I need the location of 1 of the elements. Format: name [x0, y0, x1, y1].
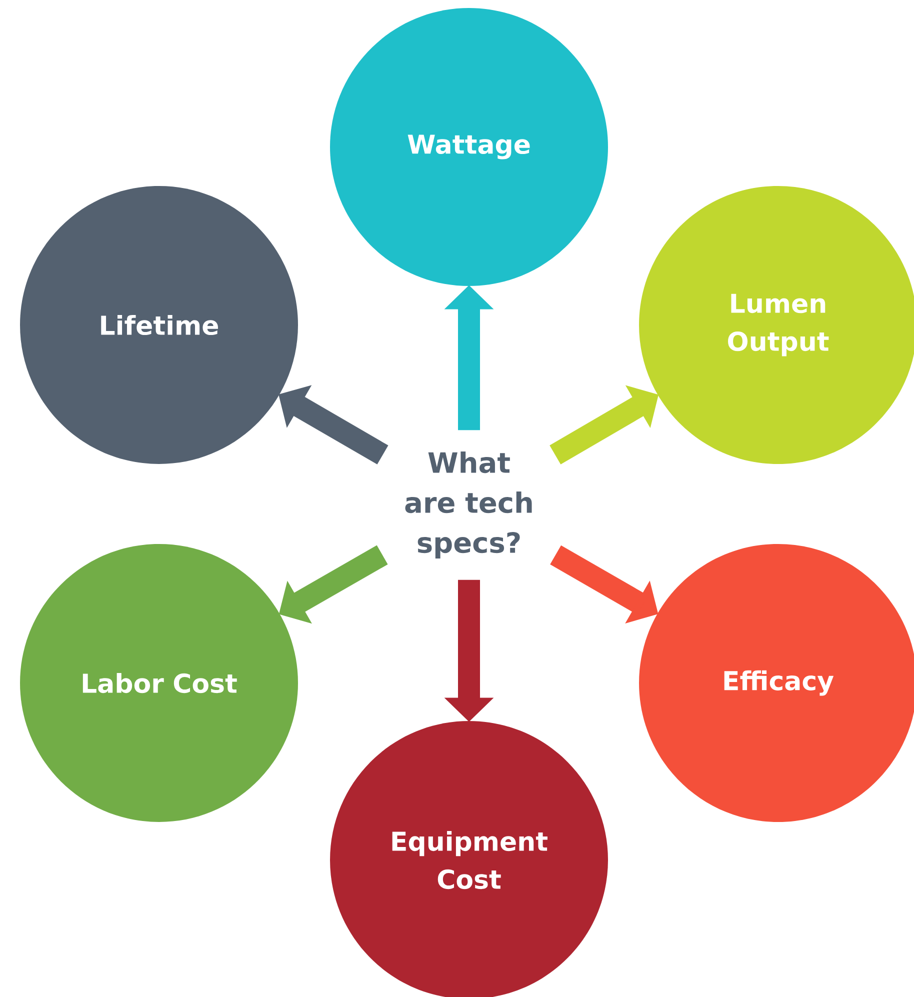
- question-text: What are tech specs?: [405, 451, 532, 559]
